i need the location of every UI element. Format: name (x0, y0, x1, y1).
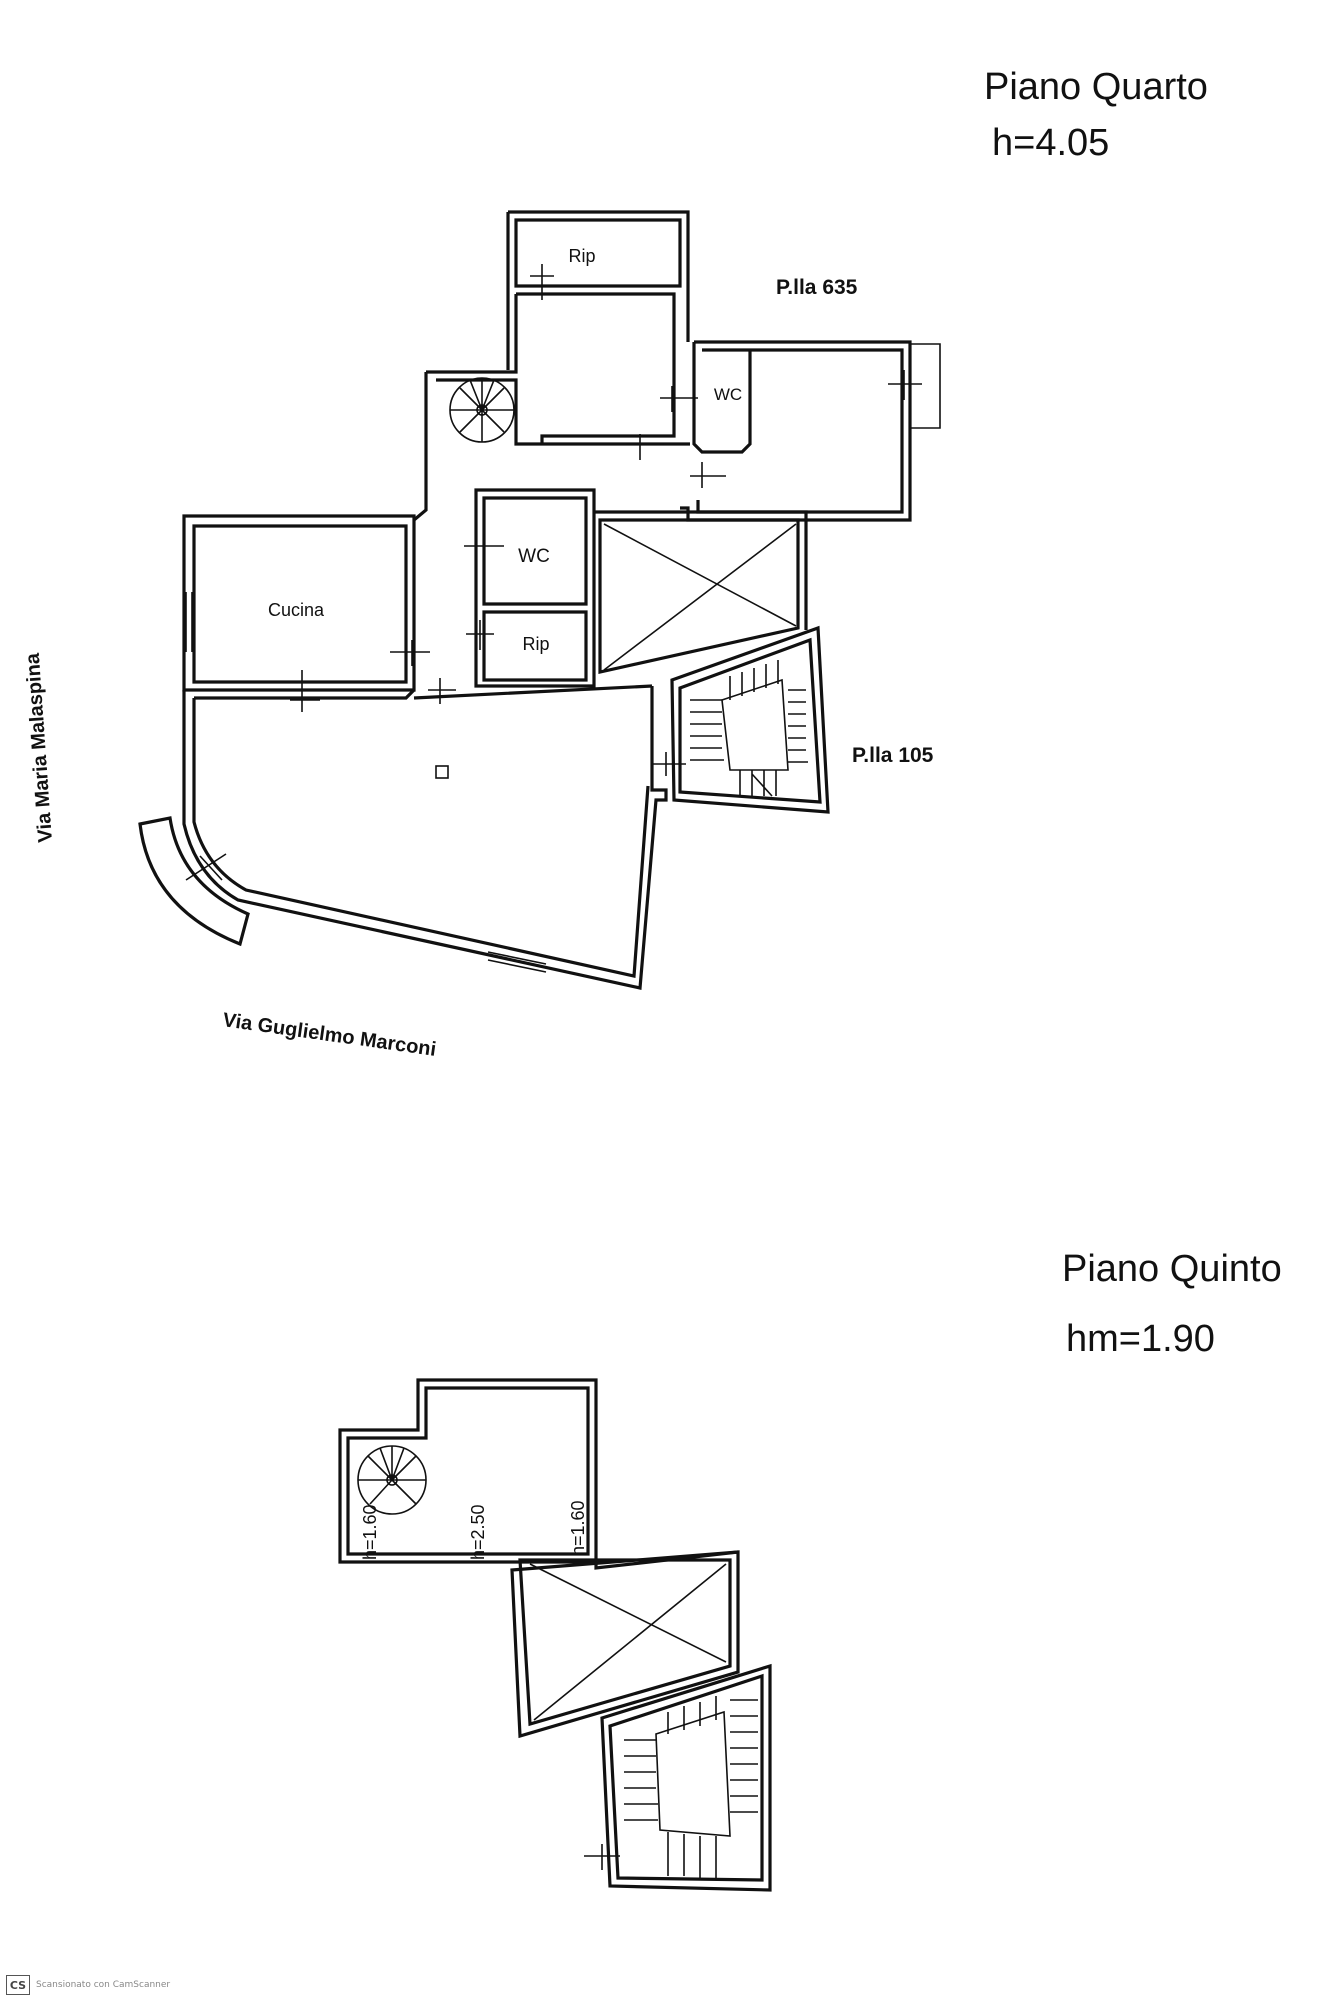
parcel-105-label: P.lla 105 (852, 744, 934, 767)
parcel-635-label: P.lla 635 (776, 276, 858, 299)
floor4-plan: Rip WC WC Cucina Rip P.lla 635 P.lla 105… (22, 210, 941, 1061)
floor5-height: hm=1.90 (1066, 1318, 1215, 1360)
room-wc-center: WC (518, 546, 550, 567)
floor4-height: h=4.05 (992, 122, 1110, 164)
room-cucina: Cucina (268, 600, 325, 620)
street-left-label: Via Maria Malaspina (22, 652, 57, 844)
floor5-title: Piano Quinto (1062, 1248, 1282, 1290)
room-rip-top: Rip (568, 246, 595, 266)
height-label-center: h=2.50 (468, 1504, 488, 1560)
floor4-title: Piano Quarto (984, 66, 1208, 108)
scanner-watermark: CS Scansionato con CamScanner (6, 1975, 170, 1995)
floor5-plan: h=1.60 h=2.50 h=1.60 (338, 1378, 772, 1892)
street-bottom-label: Via Guglielmo Marconi (221, 1009, 437, 1061)
height-label-left: h=1.60 (360, 1504, 380, 1560)
room-wc-right: WC (714, 385, 742, 404)
camscanner-logo: CS (6, 1975, 30, 1995)
height-label-right: h=1.60 (568, 1500, 588, 1556)
scanner-text: Scansionato con CamScanner (36, 1980, 171, 1990)
room-rip-center: Rip (522, 634, 549, 654)
